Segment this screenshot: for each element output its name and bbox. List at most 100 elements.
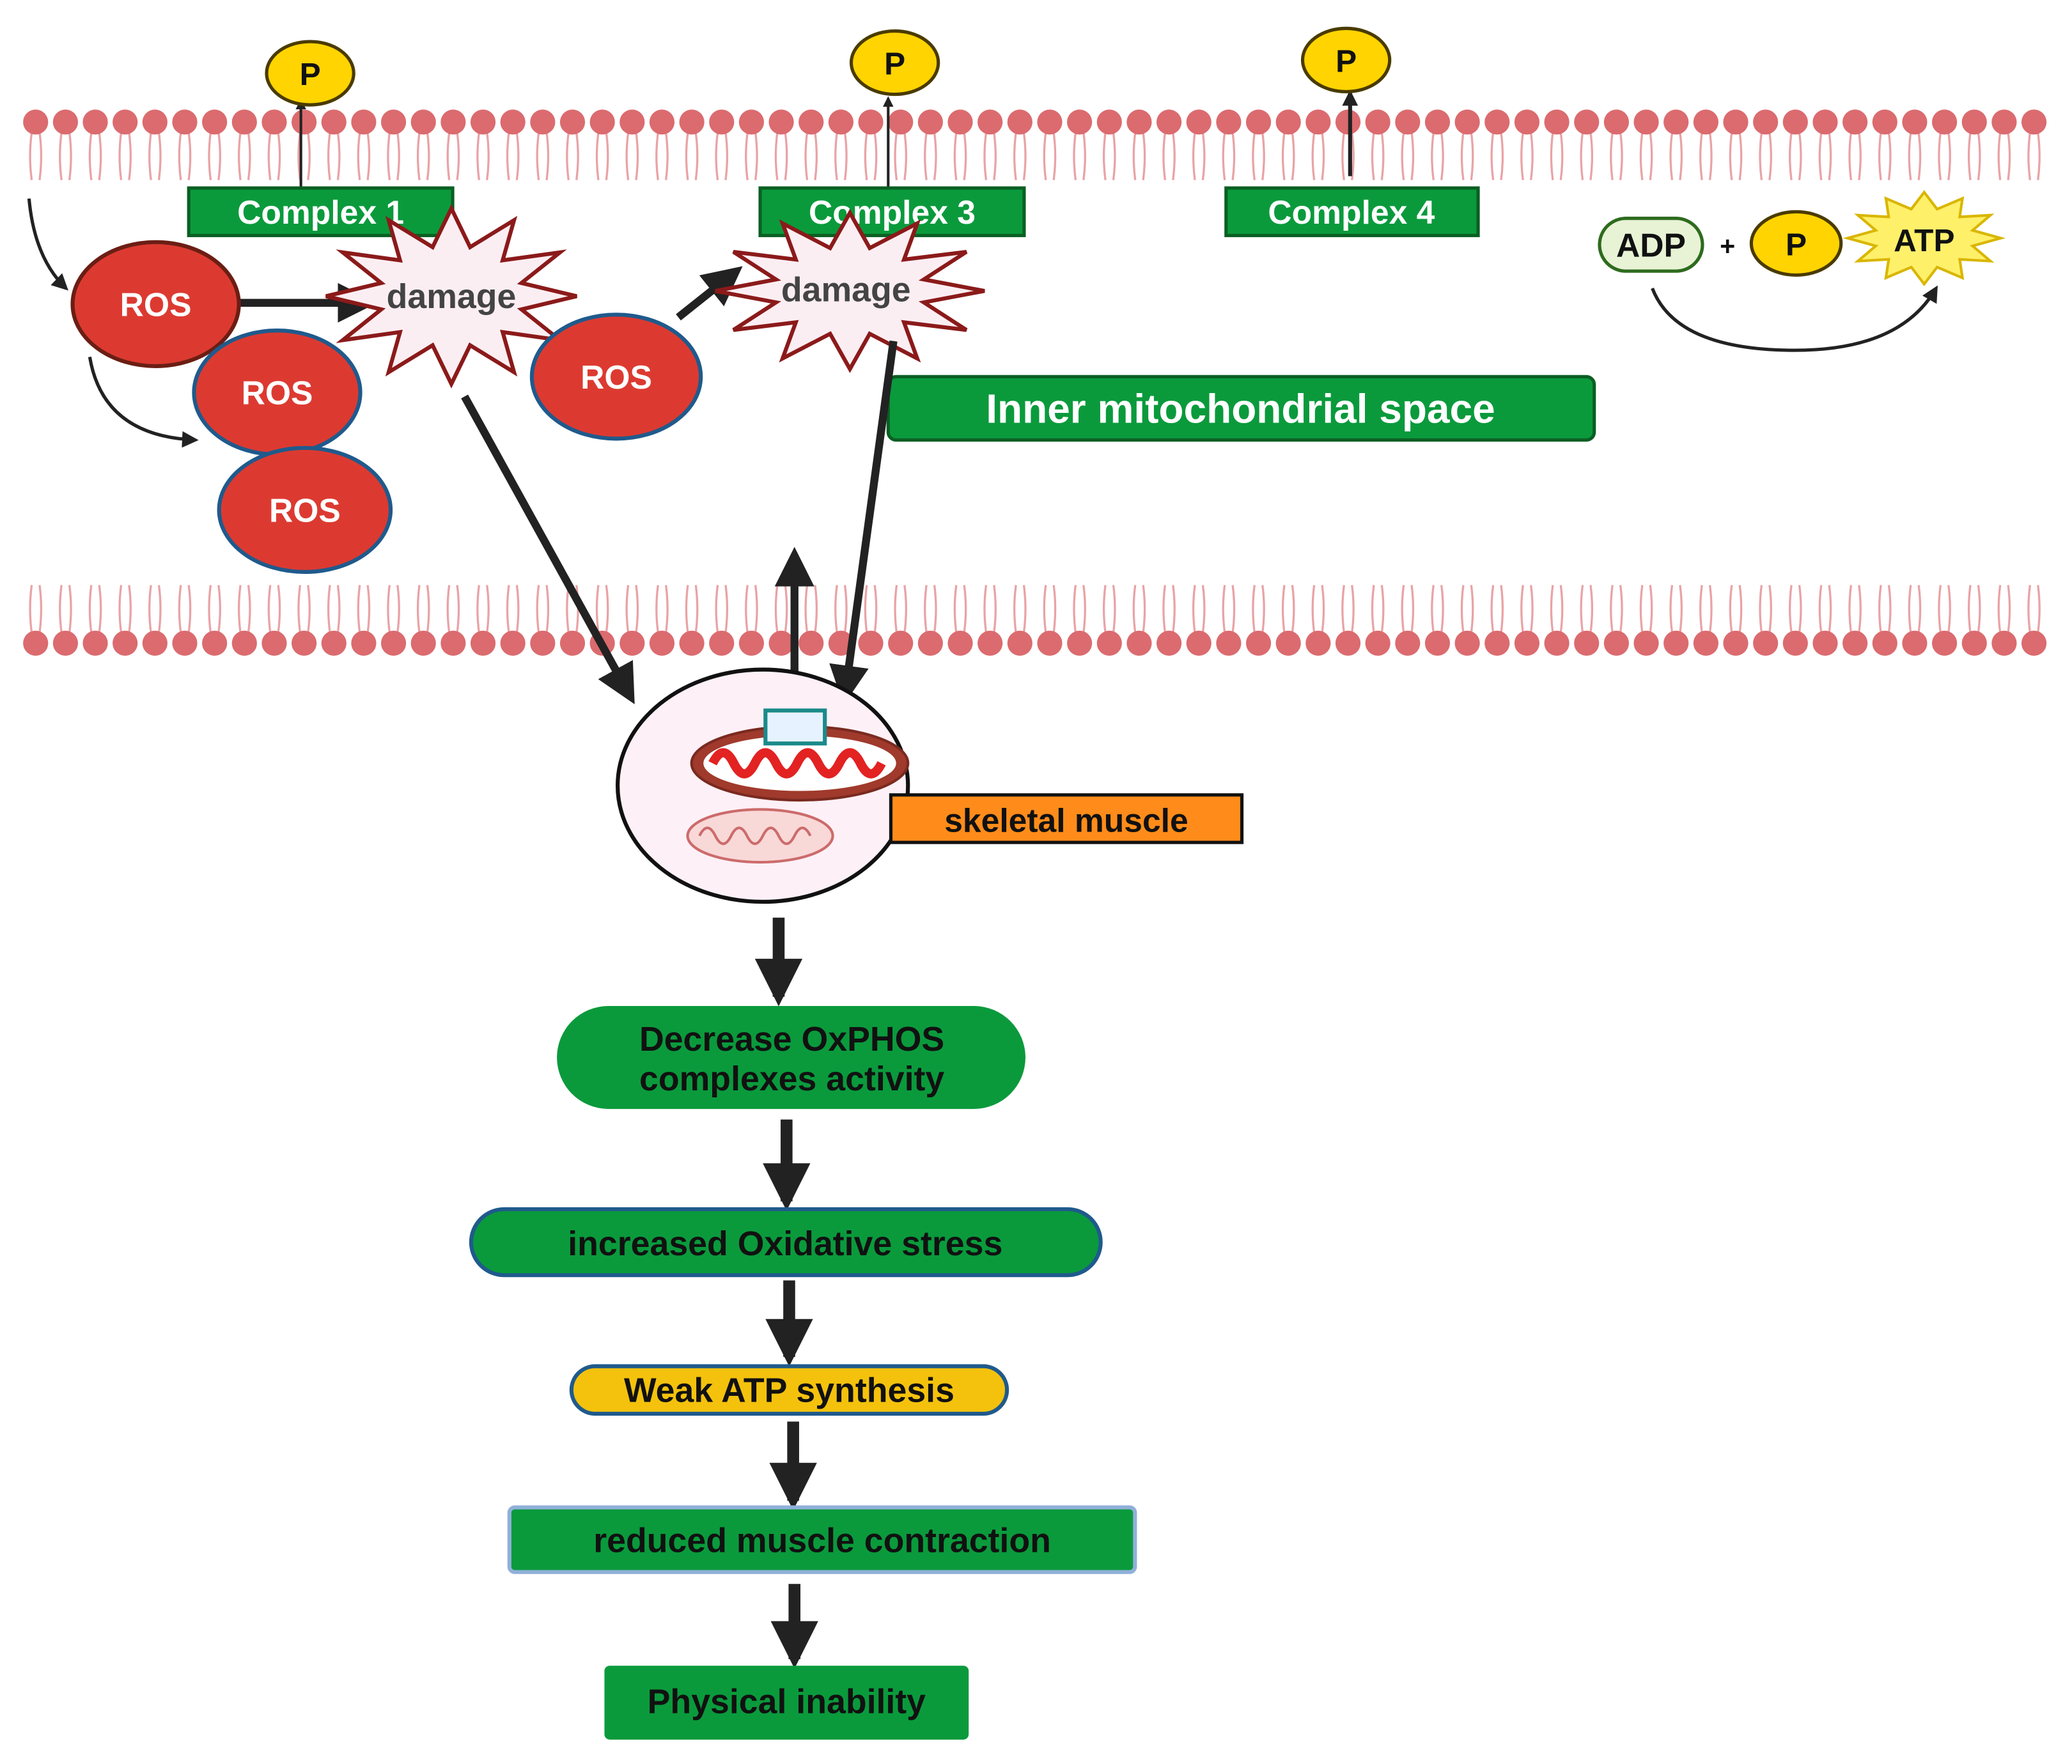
lipid-head <box>798 630 824 656</box>
lipid-tail <box>68 132 72 180</box>
mitochondrion-outline-icon <box>686 808 834 864</box>
complex-1-box: Complex 1 <box>187 186 455 238</box>
lipid-head <box>1335 109 1361 135</box>
damage-label: damage <box>387 277 517 316</box>
flow-arrows <box>754 917 818 1669</box>
ros-curve-arrows <box>27 198 199 448</box>
lipid-tail <box>993 132 997 180</box>
lipid-head <box>1931 109 1958 135</box>
lipid-tail <box>1589 585 1594 633</box>
lipid-tail <box>1162 132 1167 180</box>
lipid-head <box>440 109 466 135</box>
lipid-head <box>1514 109 1540 135</box>
flow-step-1-line2: complexes activity <box>639 1060 944 1098</box>
lipid-head <box>1514 630 1540 656</box>
lipid-tail <box>933 585 937 633</box>
lipid-tail <box>1669 585 1674 633</box>
outer-membrane-top <box>23 109 2047 180</box>
lipid-tail <box>1997 132 2002 180</box>
lipid-tail <box>1858 132 1862 180</box>
lipid-head <box>52 109 79 135</box>
lipid-tail <box>1759 132 1763 180</box>
inner-space-label-box: Inner mitochondrial space <box>886 375 1596 442</box>
lipid-tail <box>1848 132 1853 180</box>
lipid-tail <box>933 132 937 180</box>
skeletal-muscle-tag: skeletal muscle <box>889 793 1244 844</box>
lipid-tail <box>724 585 729 633</box>
lipid-tail <box>1043 132 1047 180</box>
lipid-tail <box>1401 585 1405 633</box>
outer-membrane-bottom <box>23 585 2047 656</box>
lipid-head <box>1454 630 1480 656</box>
damage-burst-2: damage <box>715 208 985 373</box>
lipid-head <box>1395 109 1421 135</box>
ros-label: ROS <box>580 359 652 396</box>
lipid-tail <box>1789 585 1793 633</box>
lipid-head <box>23 109 49 135</box>
lipid-tail <box>1142 585 1146 633</box>
lipid-tail <box>774 132 779 180</box>
lipid-tail <box>1887 132 1892 180</box>
lipid-tail <box>416 132 421 180</box>
lipid-tail <box>1192 132 1196 180</box>
lipid-tail <box>1022 132 1027 180</box>
lipid-head <box>1782 630 1808 656</box>
lipid-head <box>1782 109 1808 135</box>
lipid-tail <box>157 132 162 180</box>
lipid-tail <box>1311 585 1316 633</box>
lipid-tail <box>1222 132 1226 180</box>
lipid-tail <box>1559 132 1564 180</box>
lipid-head <box>202 109 228 135</box>
lipid-tail <box>754 585 758 633</box>
lipid-tail <box>1669 132 1674 180</box>
lipid-tail <box>1073 132 1077 180</box>
atp-reaction: ADP + P ATP <box>1598 190 2006 352</box>
lipid-head <box>1424 630 1451 656</box>
lipid-tail <box>575 132 579 180</box>
lipid-head <box>1365 630 1390 656</box>
phosphate-3: P <box>1300 26 1392 94</box>
lipid-tail <box>336 585 341 633</box>
lipid-tail <box>566 132 570 180</box>
lipid-tail <box>426 132 430 180</box>
lipid-tail <box>1649 132 1653 180</box>
lipid-tail <box>1073 585 1077 633</box>
lipid-tail <box>1520 132 1524 180</box>
lipid-head <box>1693 109 1718 135</box>
lipid-tail <box>694 585 699 633</box>
lipid-head <box>1723 109 1749 135</box>
lipid-tail <box>1738 132 1743 180</box>
lipid-tail <box>834 132 838 180</box>
lipid-head <box>52 630 79 656</box>
lipid-tail <box>1589 132 1594 180</box>
lipid-tail <box>1887 585 1892 633</box>
lipid-tail <box>486 132 490 180</box>
lipid-tail <box>595 132 600 180</box>
lipid-tail <box>327 585 331 633</box>
lipid-tail <box>1460 585 1465 633</box>
lipid-tail <box>2027 132 2031 180</box>
lipid-tail <box>993 585 997 633</box>
phosphate-label: P <box>300 57 321 92</box>
atp-label: ATP <box>1894 223 1954 258</box>
lipid-tail <box>983 585 988 633</box>
lipid-tail <box>59 585 63 633</box>
flow-step-4: reduced muscle contraction <box>507 1505 1137 1574</box>
lipid-tail <box>685 585 689 633</box>
lipid-tail <box>1311 132 1316 180</box>
lipid-tail <box>1371 132 1375 180</box>
lipid-head <box>142 630 167 656</box>
lipid-tail <box>128 132 132 180</box>
lipid-head <box>679 630 705 656</box>
lipid-tail <box>38 132 43 180</box>
lipid-head <box>1574 109 1600 135</box>
complex-3-label: Complex 3 <box>809 194 976 231</box>
lipid-head <box>1156 109 1182 135</box>
lipid-tail <box>804 132 809 180</box>
lipid-tail <box>1798 585 1802 633</box>
lipid-tail <box>1490 585 1495 633</box>
lipid-head <box>1186 630 1211 656</box>
lipid-tail <box>357 585 361 633</box>
lipid-tail <box>1431 585 1435 633</box>
lipid-tail <box>187 132 192 180</box>
